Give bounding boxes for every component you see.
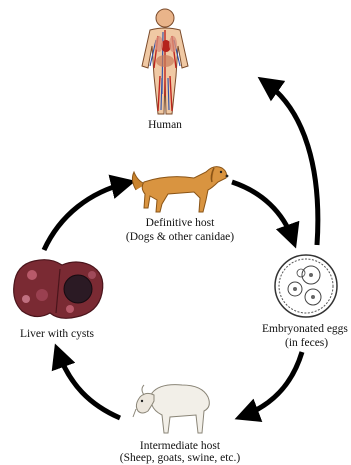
egg-line1: Embryonated eggs: [262, 323, 351, 336]
egg-line2: (in feces): [285, 337, 345, 350]
liver-label: Liver with cysts: [12, 328, 102, 341]
human-label: Human: [140, 119, 190, 132]
liver-cysts-icon: [10, 255, 108, 323]
human-anatomy-icon: [110, 6, 220, 116]
egg-icon: [273, 253, 339, 319]
sheep-icon: [130, 375, 215, 437]
definitive-host-line1: Definitive host: [120, 217, 240, 230]
arrow-sheep-to-liver: [58, 352, 120, 418]
liver-node: [10, 255, 108, 323]
dog-icon: [128, 160, 233, 215]
egg-node: [273, 253, 339, 319]
human-node: [110, 6, 220, 116]
intermediate-host-line2: (Sheep, goats, swine, etc.): [100, 452, 260, 465]
arrow-egg-to-human: [265, 82, 318, 245]
definitive-host-line2: (Dogs & other canidae): [110, 231, 250, 244]
arrow-egg-to-sheep: [243, 352, 302, 416]
intermediate-host-node: [130, 375, 215, 437]
definitive-host-node: [128, 160, 233, 215]
